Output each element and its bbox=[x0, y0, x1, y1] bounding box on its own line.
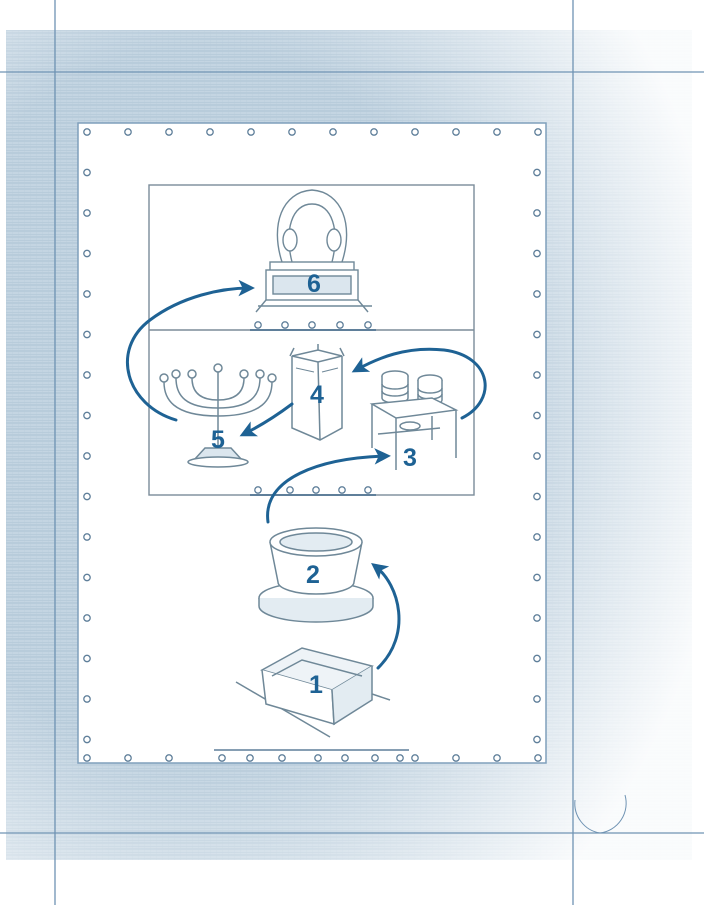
fence-post bbox=[83, 128, 91, 136]
fence-post bbox=[534, 754, 542, 762]
fence-post bbox=[452, 128, 460, 136]
fence-post bbox=[493, 128, 501, 136]
fence-post bbox=[247, 128, 255, 136]
flow-arrows bbox=[125, 279, 487, 670]
station-number-3: 3 bbox=[403, 444, 417, 472]
ark-box-icon bbox=[235, 647, 391, 738]
fence-post bbox=[533, 371, 541, 379]
fence-post bbox=[83, 654, 91, 663]
station-number-6: 6 bbox=[307, 270, 321, 298]
fence-post bbox=[452, 754, 460, 762]
showbread-table-icon bbox=[369, 370, 459, 470]
fence-post bbox=[533, 452, 541, 460]
fence-post bbox=[533, 168, 541, 177]
arrow-1-to-2 bbox=[371, 563, 401, 670]
fence-post bbox=[83, 573, 91, 582]
station-number-5: 5 bbox=[211, 426, 225, 454]
arrow-2-to-3 bbox=[266, 448, 391, 524]
courtyard-posts bbox=[83, 128, 542, 762]
fence-post bbox=[341, 754, 349, 762]
fence-post bbox=[83, 168, 91, 177]
fence-post bbox=[533, 573, 541, 582]
laver-basin-icon bbox=[258, 527, 374, 623]
fence-post bbox=[165, 128, 173, 136]
fence-post bbox=[83, 249, 91, 258]
fence-post bbox=[533, 735, 541, 744]
fence-post bbox=[83, 614, 91, 622]
fence-post bbox=[329, 128, 337, 136]
fence-post bbox=[533, 290, 541, 298]
fence-post bbox=[83, 411, 91, 420]
arrow-4-to-5 bbox=[239, 402, 294, 437]
fence-post bbox=[83, 695, 91, 703]
arrow-5-to-6 bbox=[125, 279, 255, 422]
fence-post bbox=[371, 754, 379, 762]
fence-post bbox=[533, 330, 541, 339]
fence-post bbox=[288, 128, 296, 136]
fence-post bbox=[396, 754, 404, 762]
fence-post bbox=[534, 128, 542, 136]
fence-post bbox=[314, 754, 322, 762]
fence-post bbox=[533, 209, 541, 217]
station-number-2: 2 bbox=[306, 561, 320, 589]
fence-post bbox=[83, 330, 91, 339]
fence-post bbox=[533, 695, 541, 703]
fence-post bbox=[533, 533, 541, 541]
fence-post bbox=[533, 492, 541, 501]
fence-post bbox=[124, 754, 132, 762]
fence-post bbox=[533, 249, 541, 258]
fence-post bbox=[370, 128, 378, 136]
station-number-4: 4 bbox=[310, 381, 324, 409]
fence-post bbox=[218, 754, 226, 762]
fence-post bbox=[83, 754, 91, 762]
fence-post bbox=[83, 209, 91, 217]
arrow-3-to-4 bbox=[351, 347, 487, 420]
fence-post bbox=[83, 735, 91, 744]
fence-post bbox=[206, 128, 214, 136]
station-number-1: 1 bbox=[309, 671, 323, 699]
fence-post bbox=[411, 754, 419, 762]
menorah-icon bbox=[159, 363, 277, 468]
ark-of-covenant-icon bbox=[255, 189, 372, 313]
fence-post bbox=[533, 614, 541, 622]
fence-post bbox=[533, 654, 541, 663]
fence-post bbox=[83, 452, 91, 460]
fence-post bbox=[83, 290, 91, 298]
fence-post bbox=[278, 754, 286, 762]
fence-post bbox=[411, 128, 419, 136]
fence-post bbox=[124, 128, 132, 136]
fence-post bbox=[83, 492, 91, 501]
fence-post bbox=[83, 371, 91, 379]
fence-post bbox=[493, 754, 501, 762]
fence-post bbox=[246, 754, 254, 762]
fence-post bbox=[83, 533, 91, 541]
fence-post bbox=[533, 411, 541, 420]
fence-post bbox=[165, 754, 173, 762]
tabernacle-tent bbox=[148, 184, 475, 496]
